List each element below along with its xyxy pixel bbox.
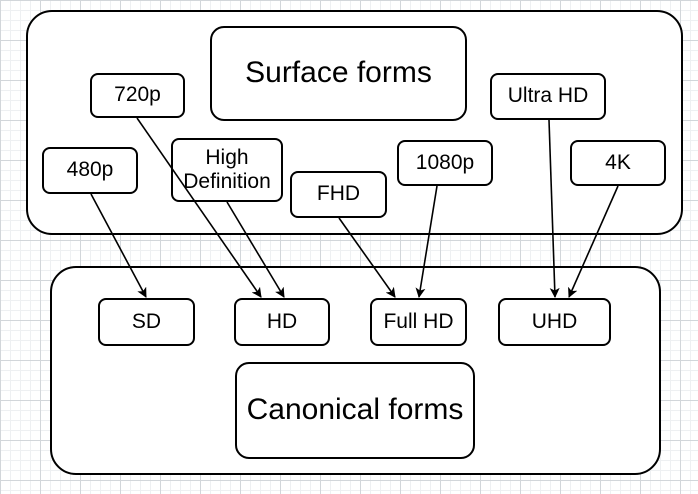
edge-480p-sd	[90, 193, 147, 298]
node-uhd[interactable]: UHD	[498, 298, 611, 346]
node-fhd[interactable]: FHD	[290, 171, 387, 218]
edge-fhd-full-hd	[338, 217, 396, 298]
node-1080p[interactable]: 1080p	[397, 140, 493, 186]
node-hd[interactable]: HD	[234, 298, 330, 346]
node-ultra-hd[interactable]: Ultra HD	[490, 73, 606, 120]
surface-forms-title: Surface forms	[210, 26, 467, 121]
edge-4k-uhd	[568, 185, 619, 298]
edge-high-definition-hd	[226, 201, 285, 298]
node-720p[interactable]: 720p	[90, 73, 185, 118]
node-sd[interactable]: SD	[98, 298, 195, 346]
edge-720p-hd	[136, 117, 262, 298]
canonical-forms-title: Canonical forms	[235, 362, 475, 459]
edge-ultra-hd-uhd	[548, 119, 560, 298]
edge-1080p-full-hd	[415, 185, 438, 298]
node-high-definition[interactable]: High Definition	[171, 138, 283, 202]
node-full-hd[interactable]: Full HD	[370, 298, 467, 346]
node-4k[interactable]: 4K	[570, 140, 666, 186]
node-480p[interactable]: 480p	[42, 147, 138, 194]
